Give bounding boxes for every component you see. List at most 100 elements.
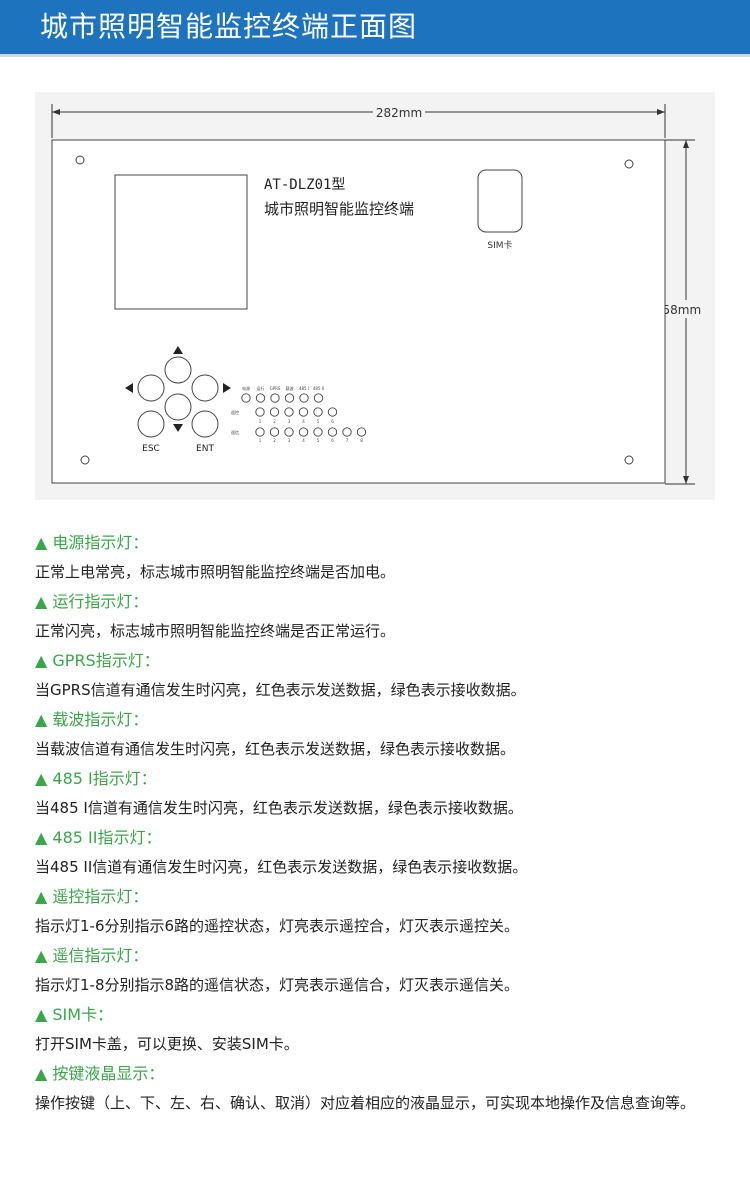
remote-signal-led [269,427,280,437]
spec-item: ▲ 遥信指示灯： 指示灯1-8分别指示8路的遥信状态，灯亮表示遥信合，灯灭表示遥信… [35,941,725,1000]
spec-description: 当485 II信道有通信发生时闪亮，红色表示发送数据，绿色表示接收数据。 [35,858,528,876]
remote-control-led-number: 4 [302,419,305,424]
model-number: AT-DLZ01型 [264,177,345,193]
remote-signal-led-number: 7 [346,438,349,443]
status-led-label: 电源 [242,385,250,391]
spec-title: ▲ 载波指示灯： [35,710,149,729]
spec-description: 当GPRS信道有通信发生时闪亮，红色表示发送数据，绿色表示接收数据。 [35,681,526,699]
width-arrow-right [657,109,665,115]
remote-control-led-number: 6 [331,419,334,424]
height-arrow-bottom [683,476,689,484]
status-led [270,393,280,403]
sim-card-slot[interactable] [477,169,523,233]
sim-card-label: SIM卡 [487,239,512,251]
status-led [313,393,324,403]
remote-signal-led [255,427,265,437]
width-label-bg [373,104,425,120]
spec-description: 指示灯1-8分别指示8路的遥信状态，灯亮表示遥信合，灯灭表示遥信关。 [35,976,520,994]
height-dimension-label: 158mm [655,303,701,317]
status-led [284,393,295,403]
remote-signal-led [313,427,323,437]
left-arrow-icon [125,383,133,393]
remote-signal-led [356,427,367,437]
spec-description: 正常上电常亮，标志城市照明智能监控终端是否加电。 [35,563,396,581]
mounting-hole-top-left [75,155,85,165]
down-arrow-icon [173,424,183,432]
page-title: 城市照明智能监控终端正面图 [40,10,418,43]
esc-label: ESC [142,444,160,454]
remote-signal-led-number: 2 [273,438,276,443]
right-button[interactable] [191,374,219,402]
ent-label: ENT [196,444,214,454]
spec-item: ▲ 电源指示灯： 正常上电常亮，标志城市照明智能监控终端是否加电。 [35,528,725,587]
spec-title: ▲ 遥控指示灯： [35,887,149,906]
remote-control-led-number: 5 [317,419,320,424]
height-label-bg [655,300,703,318]
esc-button[interactable] [137,410,165,438]
spec-item: ▲ 按键液晶显示： 操作按键（上、下、左、右、确认、取消）对应着相应的液晶显示，可… [35,1059,725,1118]
spec-item: ▲ SIM卡： 打开SIM卡盖，可以更换、安装SIM卡。 [35,1000,725,1059]
remote-control-led-number: 2 [273,419,276,424]
spec-title: ▲ 运行指示灯： [35,592,149,611]
spec-description: 打开SIM卡盖，可以更换、安装SIM卡。 [35,1035,299,1053]
remote-signal-led [284,427,294,437]
mounting-hole-top-right [624,159,634,169]
status-led-label: 载波 [286,385,294,391]
remote-control-led [255,407,265,417]
remote-control-led-number: 3 [288,419,291,424]
ent-button[interactable] [191,410,219,438]
spec-description: 当载波信道有通信发生时闪亮，红色表示发送数据，绿色表示接收数据。 [35,740,516,758]
remote-control-led [313,407,323,417]
remote-control-led [327,407,338,417]
height-arrow-top [683,140,689,148]
remote-signal-led-number: 4 [302,438,305,443]
remote-signal-led-number: 5 [317,438,320,443]
spec-title: ▲ 电源指示灯： [35,533,149,552]
remote-signal-led-number: 6 [331,438,334,443]
spec-title: ▲ SIM卡： [35,1005,114,1024]
status-led-label: 485 I [299,386,309,391]
spec-description: 当485 I信道有通信发生时闪亮，红色表示发送数据，绿色表示接收数据。 [35,799,523,817]
remote-signal-led [327,427,338,437]
remote-control-led [298,407,309,417]
header-divider [0,54,750,57]
front-panel-diagram: 282mm 158mm AT-DLZ01型 城市照明智能监控终端 SIM卡 [35,92,715,500]
spec-title: ▲ 遥信指示灯： [35,946,149,965]
center-button[interactable] [164,393,192,421]
remote-signal-label: 遥信 [231,429,239,435]
width-arrow-left [52,109,60,115]
status-led [299,393,309,403]
remote-signal-led [298,427,309,437]
spec-description: 指示灯1-6分别指示6路的遥控状态，灯亮表示遥控合，灯灭表示遥控关。 [35,917,520,935]
status-led [255,393,266,403]
status-led-label: 485 II [313,386,324,391]
spec-description: 操作按键（上、下、左、右、确认、取消）对应着相应的液晶显示，可实现本地操作及信息… [35,1094,696,1112]
spec-item: ▲ 485 I指示灯： 当485 I信道有通信发生时闪亮，红色表示发送数据，绿色表… [35,764,725,823]
panel-drawing: 282mm 158mm AT-DLZ01型 城市照明智能监控终端 SIM卡 [51,104,703,485]
page-header: 城市照明智能监控终端正面图 [0,0,750,54]
remote-signal-led-number: 8 [360,438,363,443]
remote-control-led [269,407,280,417]
spec-title: ▲ 485 II指示灯： [35,828,162,847]
spec-title: ▲ 按键液晶显示： [35,1064,165,1083]
indicator-descriptions: ▲ 电源指示灯： 正常上电常亮，标志城市照明智能监控终端是否加电。 ▲ 运行指示灯：… [35,528,725,1118]
mounting-hole-bottom-right [624,455,634,465]
remote-control-label: 遥控 [231,409,239,415]
spec-title: ▲ 485 I指示灯： [35,769,157,788]
spec-item: ▲ GPRS指示灯： 当GPRS信道有通信发生时闪亮，红色表示发送数据，绿色表示接… [35,646,725,705]
left-button[interactable] [137,374,165,402]
spec-item: ▲ 遥控指示灯： 指示灯1-6分别指示6路的遥控状态，灯亮表示遥控合，灯灭表示遥控… [35,882,725,941]
mounting-hole-bottom-left [80,455,90,465]
spec-title: ▲ GPRS指示灯： [35,651,160,670]
remote-control-led [284,407,294,417]
remote-control-led-number: 1 [259,419,262,424]
up-button[interactable] [164,356,192,384]
spec-item: ▲ 载波指示灯： 当载波信道有通信发生时闪亮，红色表示发送数据，绿色表示接收数据。 [35,705,725,764]
status-led-row: 电源 运行 GPRS 载波 485 I 485 II [241,385,324,403]
status-led-label: GPRS [270,386,281,391]
remote-signal-led-number: 1 [259,438,262,443]
spec-item: ▲ 运行指示灯：正常闪亮，标志城市照明智能监控终端是否正常运行。 [35,587,725,646]
status-led-label: 运行 [257,385,265,391]
lcd-display [114,174,248,310]
